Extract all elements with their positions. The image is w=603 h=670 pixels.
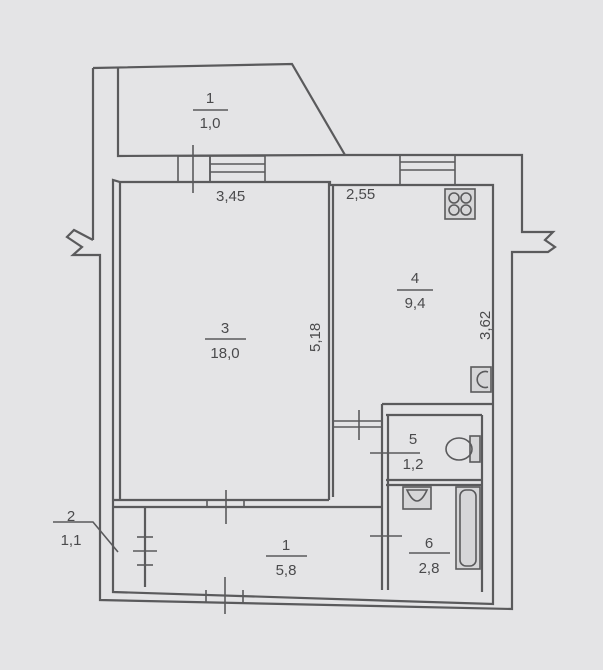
svg-text:2,8: 2,8 (419, 560, 440, 577)
partition-living-kitchen (113, 182, 382, 509)
stove-icon (444, 188, 476, 220)
room-closet: 2 1,1 (61, 508, 82, 549)
balcony (91, 62, 346, 240)
entrance-door (205, 577, 244, 614)
room-bathroom: 6 2,8 (409, 535, 450, 577)
svg-text:5,8: 5,8 (276, 562, 297, 579)
bathroom-block (370, 402, 493, 592)
room-living: 3 18,0 (205, 320, 246, 362)
room-kitchen: 4 9,4 (397, 270, 433, 312)
dimension-depth-living: 5,18 (307, 323, 324, 352)
room-hallway: 1 5,8 (266, 537, 307, 579)
door-living (206, 490, 245, 524)
svg-text:2: 2 (67, 508, 75, 525)
svg-text:1,1: 1,1 (61, 532, 82, 549)
dimension-width-living: 3,45 (216, 188, 245, 205)
window-kitchen (399, 154, 456, 186)
window-living (177, 145, 266, 193)
bathtub-icon (455, 486, 481, 570)
closet-wall (53, 507, 157, 587)
svg-text:9,4: 9,4 (405, 295, 426, 312)
kitchen-sink-icon (470, 366, 492, 393)
dimension-width-kitchen: 2,55 (346, 186, 375, 203)
door-kitchen (333, 410, 382, 440)
dimension-depth-kitchen: 3,62 (477, 311, 494, 340)
svg-text:1: 1 (282, 537, 290, 554)
svg-text:3: 3 (221, 320, 229, 337)
svg-text:6: 6 (425, 535, 433, 552)
svg-text:1,0: 1,0 (200, 115, 221, 132)
svg-text:4: 4 (411, 270, 419, 287)
toilet-icon (445, 435, 481, 463)
room-balcony: 1 1,0 (193, 90, 228, 132)
svg-text:1: 1 (206, 90, 214, 107)
svg-text:5: 5 (409, 431, 417, 448)
svg-text:1,2: 1,2 (403, 456, 424, 473)
room-toilet: 5 1,2 (403, 431, 424, 473)
washbasin-icon (402, 486, 432, 510)
svg-text:18,0: 18,0 (210, 345, 239, 362)
